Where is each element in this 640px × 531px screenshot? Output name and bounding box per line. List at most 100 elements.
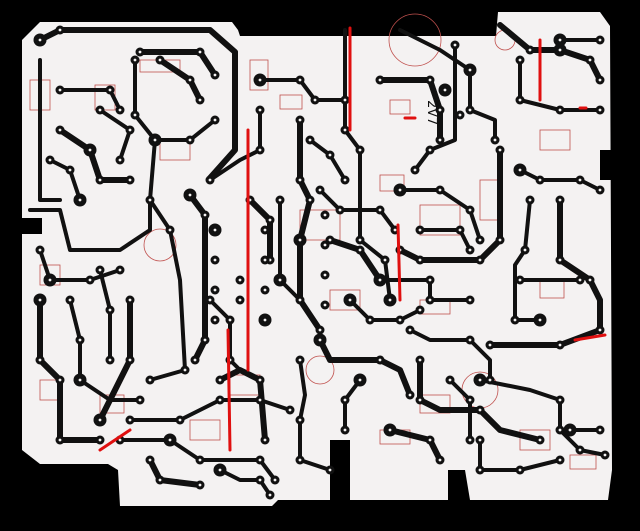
pad-hole — [538, 318, 542, 322]
pad-hole — [198, 458, 202, 462]
pad-hole — [518, 468, 522, 472]
pad-hole — [438, 138, 442, 142]
pad-hole — [38, 38, 42, 42]
pad-hole — [308, 198, 312, 202]
trace — [208, 298, 242, 372]
pad-hole — [48, 158, 52, 162]
pad-hole — [58, 28, 62, 32]
pad-hole — [208, 178, 212, 182]
pad-hole — [558, 258, 562, 262]
copper-pads — [33, 25, 610, 500]
pad-hole — [288, 408, 292, 412]
pad-hole — [418, 308, 422, 312]
pad-hole — [188, 193, 192, 197]
trace — [478, 438, 562, 472]
pad-hole — [518, 278, 522, 282]
pad-hole — [203, 338, 207, 342]
pad-hole — [598, 428, 602, 432]
pad-hole — [378, 358, 382, 362]
pad-hole — [148, 198, 152, 202]
pad-hole — [558, 398, 562, 402]
pad-hole — [78, 378, 82, 382]
pad-hole — [488, 378, 492, 382]
pad-hole — [598, 188, 602, 192]
pad-hole — [258, 458, 262, 462]
pad-hole — [393, 228, 397, 232]
silk-outline — [389, 99, 411, 115]
pad-hole — [108, 308, 112, 312]
pad-hole — [598, 108, 602, 112]
pad-hole — [513, 318, 517, 322]
pad-hole — [258, 398, 262, 402]
pad-hole — [428, 298, 432, 302]
pad-hole — [323, 213, 327, 217]
pad-hole — [448, 378, 452, 382]
pad-hole — [468, 108, 472, 112]
pad-hole — [598, 328, 602, 332]
pad-hole — [383, 258, 387, 262]
pad-hole — [328, 153, 332, 157]
pad-hole — [443, 88, 447, 92]
pad-hole — [78, 338, 82, 342]
pad-hole — [343, 98, 347, 102]
trace — [258, 78, 347, 102]
pad-hole — [368, 318, 372, 322]
pad-hole — [408, 393, 412, 397]
pad-hole — [558, 428, 562, 432]
pad-hole — [343, 178, 347, 182]
pad-hole — [428, 148, 432, 152]
cutout-left — [14, 218, 42, 234]
pad-hole — [228, 318, 232, 322]
pad-hole — [58, 88, 62, 92]
pad-hole — [128, 298, 132, 302]
pad-hole — [558, 108, 562, 112]
pad-hole — [428, 278, 432, 282]
pad-hole — [398, 318, 402, 322]
pad-hole — [538, 438, 542, 442]
jumper-wire — [573, 333, 607, 342]
pad-hole — [468, 208, 472, 212]
pad-hole — [388, 428, 392, 432]
pad-hole — [343, 398, 347, 402]
pad-hole — [183, 368, 187, 372]
pad-hole — [313, 98, 317, 102]
pad-hole — [168, 438, 172, 442]
pad-hole — [578, 278, 582, 282]
pad-hole — [528, 198, 532, 202]
trace — [148, 138, 187, 382]
pad-hole — [468, 338, 472, 342]
pad-hole — [98, 108, 102, 112]
pad-hole — [558, 458, 562, 462]
silk-outline — [299, 209, 341, 241]
silk-outline — [419, 204, 461, 236]
pad-hole — [418, 228, 422, 232]
pad-hole — [523, 248, 527, 252]
trace — [57, 127, 133, 183]
pad-hole — [413, 168, 417, 172]
pad-hole — [268, 493, 272, 497]
pad-hole — [518, 58, 522, 62]
trace — [398, 28, 497, 142]
trace — [187, 192, 208, 363]
pad-hole — [318, 328, 322, 332]
pad-hole — [338, 208, 342, 212]
pad-hole — [193, 358, 197, 362]
pad-hole — [493, 138, 497, 142]
silk-capacitor-outline — [305, 355, 335, 385]
silk-outline — [279, 94, 303, 110]
trace — [417, 357, 543, 443]
pad-hole — [88, 148, 92, 152]
pad-hole — [213, 288, 217, 292]
silk-capacitor-outline — [388, 13, 442, 67]
pad-hole — [118, 438, 122, 442]
trace — [97, 297, 133, 423]
pad-hole — [38, 248, 42, 252]
trace — [398, 188, 482, 242]
silk-outline — [329, 289, 361, 311]
pad-hole — [568, 428, 572, 432]
pad-hole — [218, 468, 222, 472]
pad-hole — [558, 48, 562, 52]
trace — [208, 108, 262, 182]
pad-hole — [38, 358, 42, 362]
